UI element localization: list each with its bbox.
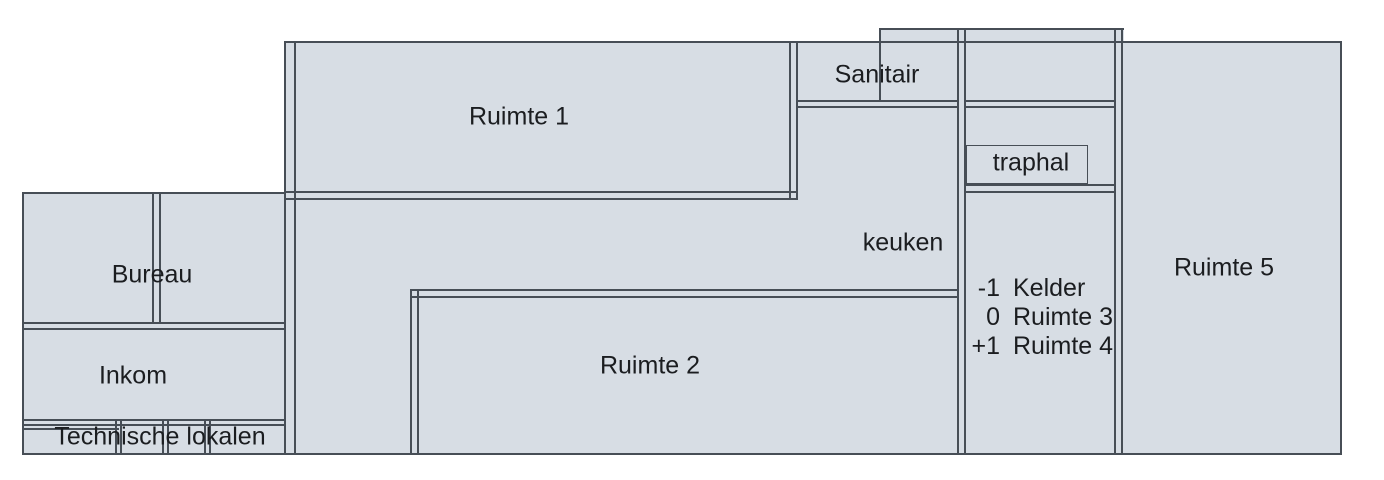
- level-legend-row: 0 Ruimte 3: [966, 303, 1113, 332]
- level-legend-row: -1 Kelder: [966, 274, 1113, 303]
- room-label-ruimte2: Ruimte 2: [599, 351, 701, 380]
- wall-leftwing-top: [22, 192, 286, 194]
- wall-column-right-inner: [1121, 28, 1123, 455]
- wall-ruimte2-top-inner: [410, 296, 959, 298]
- level-number: -1: [977, 274, 1000, 302]
- wall-bottom-main: [22, 453, 1342, 455]
- wall-traphal-bottom-inner: [964, 191, 1116, 193]
- wall-main-right: [1340, 41, 1342, 455]
- wall-column-cell-bottom-outer: [964, 100, 1116, 102]
- level-name: Kelder: [1013, 274, 1086, 302]
- wall-ruimte2-left-inner: [417, 289, 419, 455]
- wall-sanitair-bottom-outer: [796, 100, 958, 102]
- wall-bureau-divider-outer: [152, 192, 154, 324]
- wall-bureau-inkom-inner: [22, 328, 286, 330]
- room-label-technische: Technische lokalen: [54, 422, 266, 451]
- wall-technische-divider3-outer: [204, 419, 206, 455]
- wall-ruimte1-bottom-inner: [284, 198, 798, 200]
- wall-ruimte1-right-outer: [789, 41, 791, 198]
- wall-ruimte1-right-inner: [796, 41, 798, 198]
- wall-column-right-outer: [1114, 28, 1116, 455]
- wall-bureau-divider-inner: [159, 192, 161, 324]
- wall-technische-divider2-outer: [162, 419, 164, 455]
- traphal-room-box: [966, 145, 1088, 184]
- wall-leftwing-left: [22, 192, 24, 455]
- wall-inkom-technische-outer: [22, 419, 286, 421]
- wall-column-cell-bottom-inner: [964, 106, 1116, 108]
- room-label-keuken: keuken: [862, 228, 944, 257]
- room-label-sanitair: Sanitair: [834, 60, 920, 89]
- wall-technische-subline: [22, 428, 119, 430]
- room-label-traphal: traphal: [992, 148, 1070, 177]
- wall-technische-divider2-inner: [167, 419, 169, 455]
- wall-sanitair-bottom-inner: [796, 106, 958, 108]
- wall-technische-divider3-inner: [209, 419, 211, 455]
- wall-technische-divider1-inner: [120, 419, 122, 455]
- wall-ruimte1-bottom-outer: [284, 191, 798, 193]
- wall-bureau-inkom-outer: [22, 322, 286, 324]
- wall-technische-divider1-outer: [115, 419, 117, 455]
- wall-top-main: [284, 41, 1342, 43]
- wall-ruimte2-top-outer: [410, 289, 959, 291]
- wall-main-left-outer: [284, 41, 286, 455]
- room-label-bureau: Bureau: [111, 260, 193, 289]
- room-label-inkom: Inkom: [98, 361, 168, 390]
- level-name: Ruimte 3: [1013, 303, 1114, 331]
- level-legend-row: +1 Ruimte 4: [966, 332, 1113, 361]
- wall-ruimte2-left-outer: [410, 289, 412, 455]
- wall-main-left-inner: [294, 41, 296, 455]
- wall-sanitair-divider: [879, 28, 881, 102]
- wall-column-left-inner: [964, 28, 966, 455]
- level-name: Ruimte 4: [1013, 332, 1114, 360]
- level-number: +1: [971, 332, 1000, 360]
- wall-traphal-bottom-outer: [964, 184, 1116, 186]
- main-building-area: [284, 41, 1342, 455]
- top-strip-area: [879, 28, 1124, 44]
- wall-column-left-outer: [957, 28, 959, 455]
- level-number: 0: [986, 303, 1000, 331]
- wall-inkom-technische-inner: [22, 424, 286, 426]
- wall-top-strip: [879, 28, 1124, 30]
- level-legend: -1 Kelder 0 Ruimte 3 +1 Ruimte 4: [966, 274, 1113, 361]
- room-label-ruimte5: Ruimte 5: [1173, 253, 1275, 282]
- room-label-ruimte1: Ruimte 1: [468, 102, 570, 131]
